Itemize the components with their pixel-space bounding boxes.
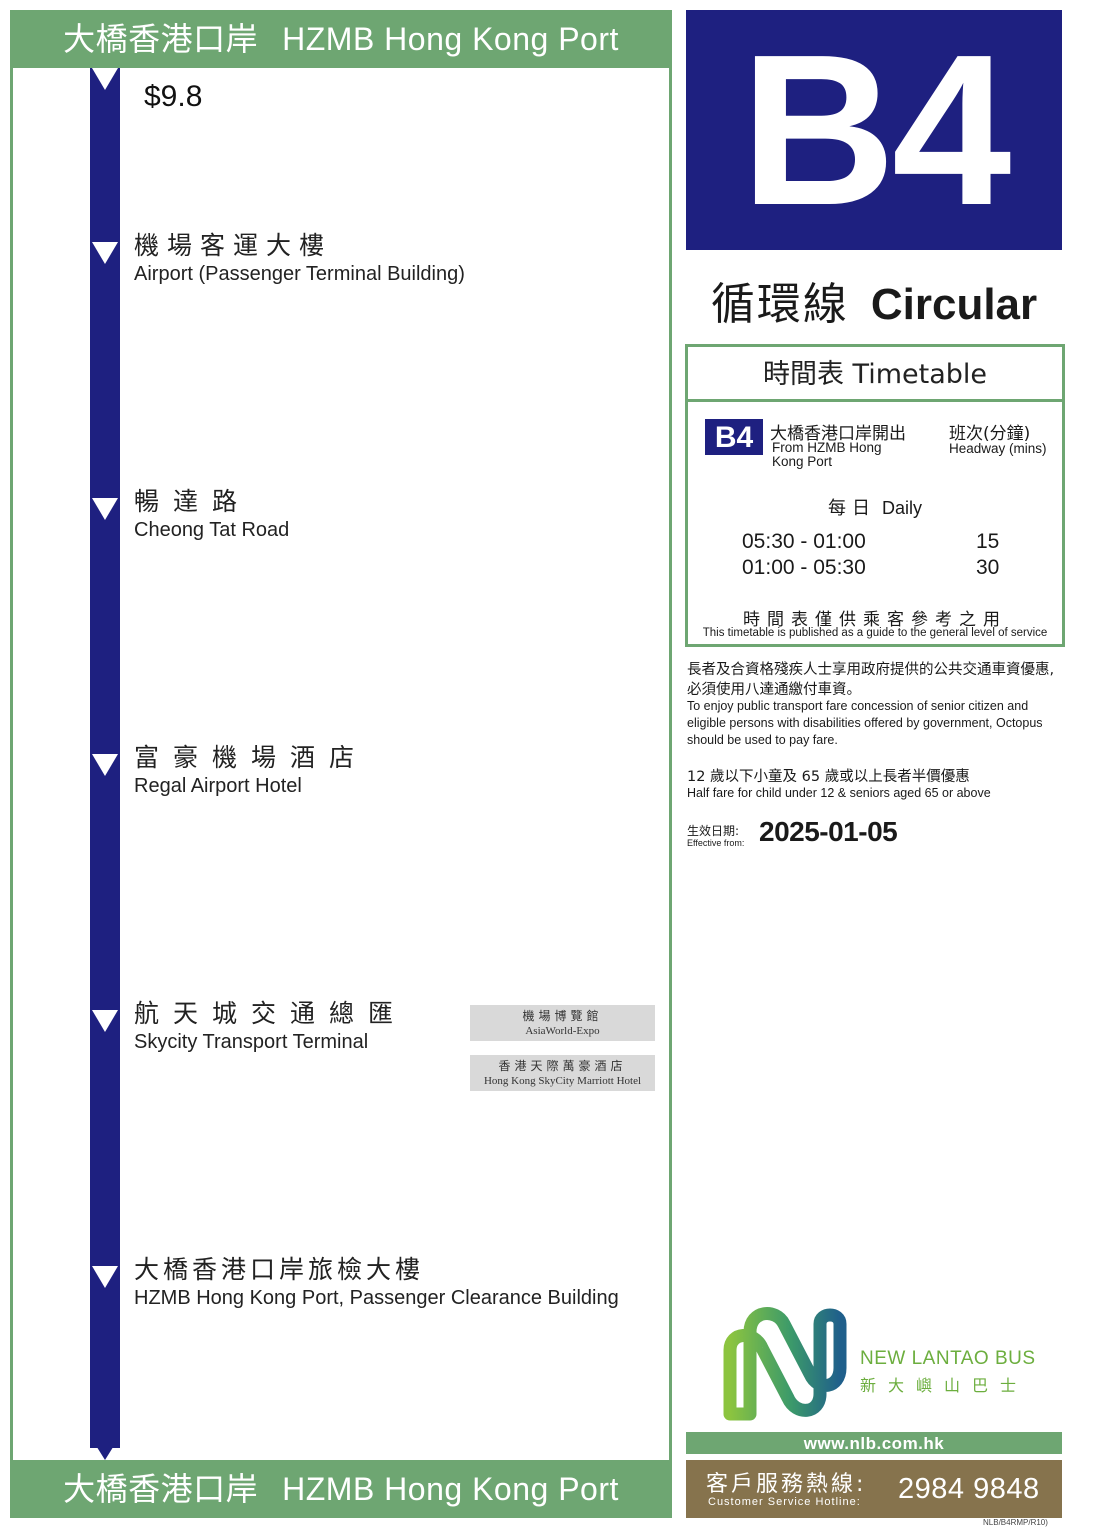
concession-notice-zh: 長者及合資格殘疾人士享用政府提供的公共交通車資優惠,必須使用八達通繳付車資。 — [687, 662, 1055, 698]
stop-3: 富豪機場酒店 Regal Airport Hotel — [134, 743, 368, 799]
landmark-1-name-en: AsiaWorld-Expo — [525, 1025, 600, 1037]
timetable-box: 時間表 Timetable B4 大橋香港口岸開出 From HZMB Hong… — [685, 344, 1065, 647]
destination-terminus-en: HZMB Hong Kong Port — [282, 1471, 619, 1507]
stop-5-name-en: HZMB Hong Kong Port, Passenger Clearance… — [134, 1287, 619, 1309]
concession-notice-en: To enjoy public transport fare concessio… — [687, 699, 1043, 747]
stop-4-name-zh: 航天城交通總匯 — [134, 999, 408, 1028]
stop-4-name-en: Skycity Transport Terminal — [134, 1031, 369, 1053]
timetable-time-range: 01:00 - 05:30 — [742, 556, 866, 579]
landmark-2-name-zh: 香港天際萬豪酒店 — [498, 1059, 627, 1073]
timetable-headway-zh: 班次(分鐘) — [949, 424, 1031, 444]
hotline-label-en: Customer Service Hotline: — [708, 1496, 861, 1508]
timetable-headway-en: Headway (mins) — [949, 441, 1047, 456]
timetable-daily-zh: 每日 — [827, 498, 876, 519]
landmark-1-name-zh: 機場博覽館 — [522, 1009, 603, 1023]
brand-name-en: NEW LANTAO BUS — [860, 1348, 1036, 1369]
timetable-headway-value: 15 — [976, 530, 1000, 553]
document-code: NLB/B4RMP/R10) — [983, 1518, 1048, 1527]
half-fare-notice-zh: 12 歲以下小童及 65 歲或以上長者半價優惠 — [687, 769, 970, 785]
timetable-title: 時間表 Timetable — [688, 347, 1062, 402]
stop-5: 大橋香港口岸旅檢大樓 HZMB Hong Kong Port, Passenge… — [134, 1255, 619, 1311]
timetable-daily-en: Daily — [881, 498, 922, 518]
hotline-number[interactable]: 2984 9848 — [898, 1473, 1040, 1505]
effective-label-zh: 生效日期: — [687, 824, 740, 838]
stop-1-name-en: Airport (Passenger Terminal Building) — [134, 263, 465, 285]
timetable-time-range: 05:30 - 01:00 — [742, 530, 866, 553]
timetable-headway-value: 30 — [976, 556, 1000, 579]
stop-3-name-zh: 富豪機場酒店 — [134, 743, 369, 772]
route-number-badge: B4 — [686, 10, 1062, 250]
timetable-from-zh: 大橋香港口岸開出 — [770, 424, 906, 444]
route-map-panel — [10, 10, 672, 1518]
stop-2: 暢達路 Cheong Tat Road — [134, 487, 289, 543]
stop-marker-3 — [92, 754, 118, 776]
stop-marker-2 — [92, 498, 118, 520]
effective-label-en: Effective from: — [687, 838, 745, 848]
fare-label: $9.8 — [144, 80, 203, 113]
stop-2-name-en: Cheong Tat Road — [134, 519, 290, 541]
stop-marker-5 — [92, 1266, 118, 1288]
origin-terminus-zh: 大橋香港口岸 — [63, 21, 259, 57]
hotline-band: 客戶服務熱線: Customer Service Hotline: 2984 9… — [686, 1460, 1062, 1518]
stop-1-name-zh: 機場客運大樓 — [134, 231, 333, 260]
landmark-asiaworld-expo: 機場博覽館 AsiaWorld-Expo — [470, 1005, 655, 1041]
route-line-arrow-tip — [90, 1436, 120, 1460]
nlb-logo-icon — [723, 1307, 847, 1421]
hotline-label-zh: 客戶服務熱線: — [706, 1472, 867, 1497]
landmark-2-name-en: Hong Kong SkyCity Marriott Hotel — [483, 1075, 642, 1087]
landmark-marriott-hotel: 香港天際萬豪酒店 Hong Kong SkyCity Marriott Hote… — [470, 1055, 655, 1091]
route-type: 循環線 Circular — [686, 268, 1062, 332]
website-link[interactable]: www.nlb.com.hk — [686, 1432, 1062, 1454]
stop-marker-4 — [92, 1010, 118, 1032]
stop-5-name-zh: 大橋香港口岸旅檢大樓 — [134, 1255, 425, 1284]
route-start-arrow — [92, 68, 118, 90]
brand-name-zh: 新大嶼山巴士 — [860, 1376, 1029, 1395]
timetable-from-en: From HZMB Hong Kong Port — [772, 440, 882, 469]
destination-terminus-zh: 大橋香港口岸 — [63, 1471, 259, 1507]
timetable-disclaimer-en: This timetable is published as a guide t… — [702, 627, 1048, 639]
route-type-zh: 循環線 — [710, 279, 849, 330]
origin-terminus-band: 大橋香港口岸 HZMB Hong Kong Port — [10, 10, 672, 68]
effective-date: 2025-01-05 — [759, 816, 898, 847]
origin-terminus-en: HZMB Hong Kong Port — [282, 21, 619, 57]
stop-3-name-en: Regal Airport Hotel — [134, 775, 302, 797]
destination-terminus-band: 大橋香港口岸 HZMB Hong Kong Port — [10, 1460, 672, 1518]
stop-4: 航天城交通總匯 Skycity Transport Terminal — [134, 999, 407, 1055]
timetable-disclaimer-zh: 時間表僅供乘客參考之用 — [743, 610, 1007, 630]
half-fare-notice-en: Half fare for child under 12 & seniors a… — [687, 786, 991, 800]
stop-marker-1 — [92, 242, 118, 264]
route-type-en: Circular — [870, 280, 1038, 329]
stop-1: 機場客運大樓 Airport (Passenger Terminal Build… — [134, 231, 465, 287]
timetable-route-badge: B4 — [705, 419, 763, 455]
stop-2-name-zh: 暢達路 — [134, 487, 252, 516]
